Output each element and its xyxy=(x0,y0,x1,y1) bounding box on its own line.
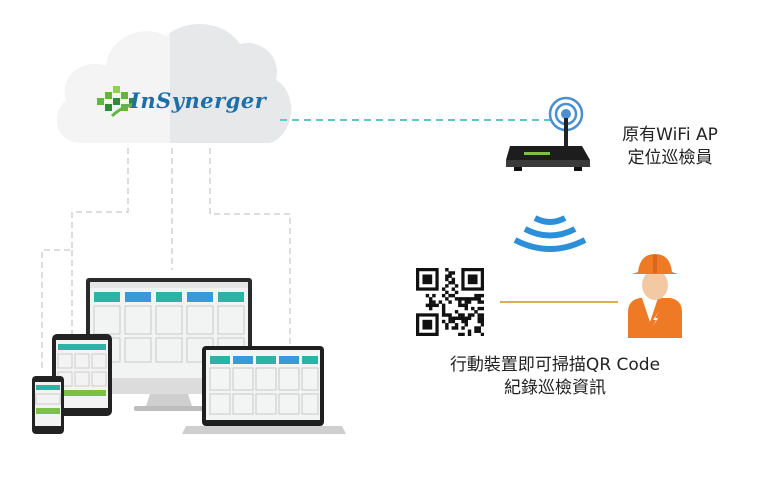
ap-label: 原有WiFi AP 定位巡檢員 xyxy=(600,124,740,170)
cloud-icon xyxy=(56,24,292,144)
qr-code-icon xyxy=(416,268,484,336)
brand-name: InSynerger xyxy=(130,88,267,113)
worker-icon xyxy=(628,254,682,338)
ap-label-line2: 定位巡檢員 xyxy=(627,148,713,168)
phone-icon xyxy=(32,376,64,434)
qr-label-line1: 行動裝置即可掃描QR Code xyxy=(449,355,661,375)
wifi-signal-icon xyxy=(513,215,587,252)
insynerger-logo-mark xyxy=(97,86,135,118)
cloud-to-devices-links xyxy=(41,148,291,372)
laptop-icon xyxy=(182,346,346,434)
tablet-icon xyxy=(52,334,112,416)
ap-label-line1: 原有WiFi AP xyxy=(622,125,718,145)
qr-label-line2: 紀錄巡檢資訊 xyxy=(504,378,606,398)
router-icon xyxy=(506,96,590,171)
qr-label: 行動裝置即可掃描QR Code 紀錄巡檢資訊 xyxy=(420,354,690,400)
